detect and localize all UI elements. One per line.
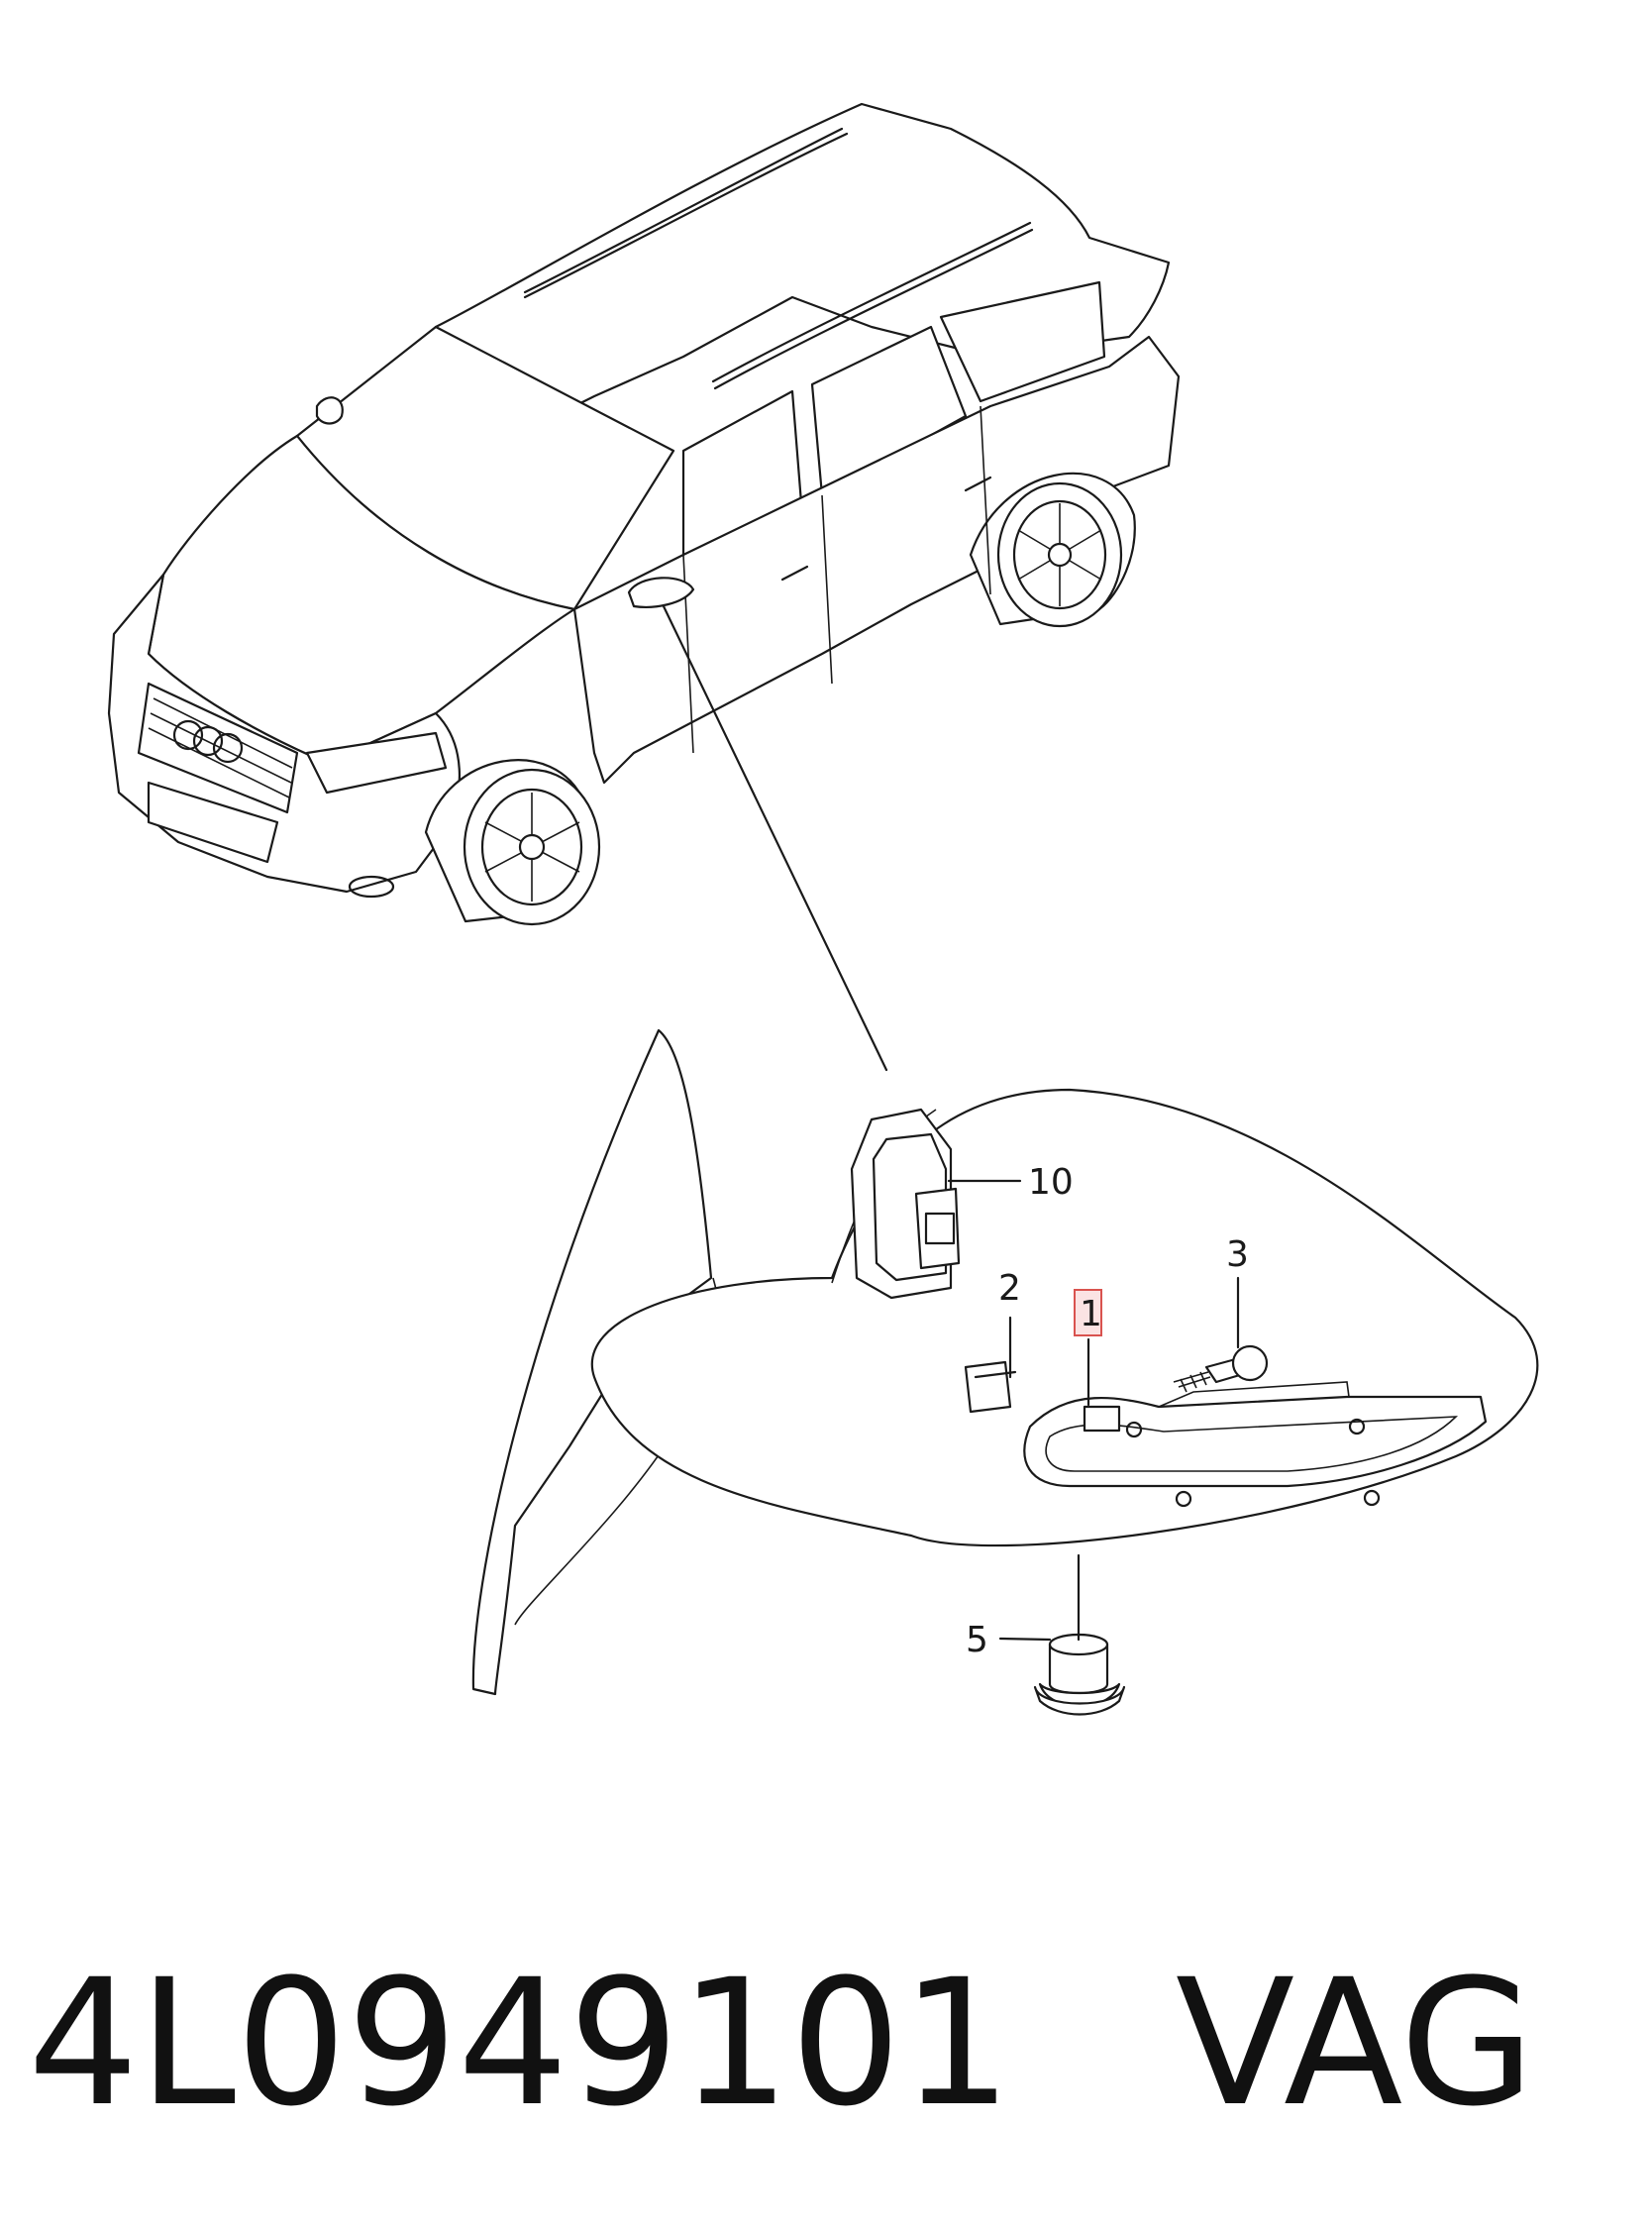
mirror-assembly bbox=[471, 1028, 1539, 1716]
callout-label-1: 1 bbox=[1080, 1294, 1102, 1334]
callout-3: 3 bbox=[1226, 1234, 1249, 1349]
callout-1-highlighted: 1 bbox=[1074, 1289, 1102, 1407]
brand-name: VAG bbox=[1175, 1942, 1535, 2145]
leader-line bbox=[662, 604, 888, 1072]
callout-2: 2 bbox=[998, 1268, 1021, 1379]
callout-5: 5 bbox=[966, 1553, 1081, 1660]
suv-illustration bbox=[107, 102, 1181, 926]
highlight-box bbox=[1074, 1289, 1102, 1336]
callout-label-5: 5 bbox=[966, 1620, 988, 1660]
callout-label-10: 10 bbox=[1028, 1162, 1074, 1203]
exploded-parts-diagram: 10 2 3 1 5 bbox=[107, 102, 1539, 1716]
callout-10: 10 bbox=[947, 1162, 1074, 1203]
callout-label-3: 3 bbox=[1226, 1234, 1249, 1275]
callout-label-2: 2 bbox=[998, 1268, 1021, 1309]
part-number: 4L0949101 bbox=[28, 1942, 1012, 2145]
